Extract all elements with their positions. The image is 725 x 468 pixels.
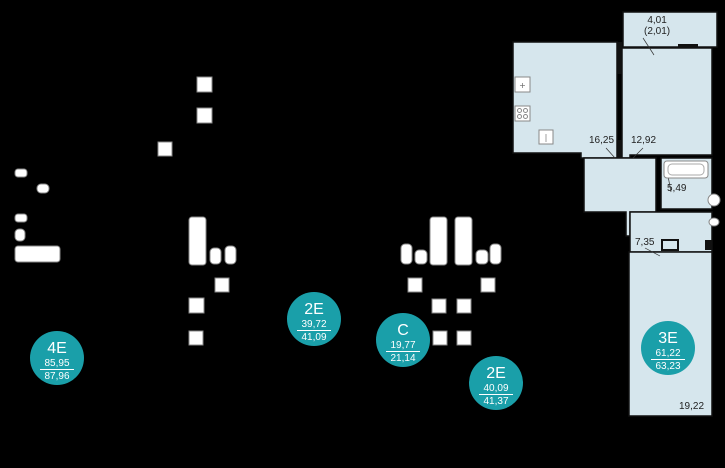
bathtub-icon [454,216,473,266]
room-area-value: 4,01 [647,15,667,26]
leader-line [642,37,655,56]
hob-icon [456,298,472,314]
stove-icon [456,330,472,346]
sink-icon [157,141,173,157]
room-balcony [622,11,718,48]
washbasin-icon [708,217,720,227]
apartment-badge-3e[interactable]: 3E 61,22 63,23 [641,321,695,375]
washbasin-icon [14,228,26,242]
stove-icon [514,76,531,93]
bathtub-icon [188,216,207,266]
apartment-type: С [397,322,409,339]
washbasin-icon [36,183,50,194]
apartment-total-area: 87,96 [44,371,70,382]
washbasin-icon [489,243,502,265]
room-area-bedroom: 12,92 [631,135,657,146]
toilet-icon [475,249,489,265]
wall-segment [617,42,622,74]
kitchen-fixtures: + [514,76,554,145]
washbasin-icon [224,245,237,265]
washbasin-icon [400,243,413,265]
toilet-icon [414,249,428,265]
wall-segment [617,140,622,158]
apartment-type: 3E [658,330,678,347]
hob-icon [514,105,531,122]
balcony-door [678,44,698,48]
apartment-living-area: 39,72 [297,319,331,331]
toilet-icon [209,247,222,265]
room-area-coef: (2,01) [644,26,671,37]
apartment-living-area: 61,22 [651,348,685,360]
apartment-total-area: 63,23 [655,361,681,372]
svg-text:+: + [519,81,526,90]
bathtub-icon [663,160,709,179]
hob-icon [196,107,213,124]
apartment-badge-c[interactable]: С 19,77 21,14 [376,313,430,367]
toilet-icon [14,168,28,178]
leader-line [644,247,661,257]
room-area-bathroom: 5,49 [667,183,687,194]
sink-icon [480,277,496,293]
apartment-living-area: 85,95 [40,358,74,370]
bathtub-icon [429,216,448,266]
leader-line [667,175,672,193]
apartment-type: 2E [304,301,324,318]
stove-icon [432,330,448,346]
room-area-balcony: 4,01 (2,01) [644,15,670,37]
hob-icon [431,298,447,314]
apartment-badge-2e-a[interactable]: 2E 39,72 41,09 [287,292,341,346]
leader-line [605,147,616,159]
wall-segment [661,239,679,251]
wall-segment [705,240,712,250]
stove-icon [188,330,204,346]
apartment-type: 4E [47,340,67,357]
bathroom-fixtures [663,160,721,227]
apartment-total-area: 41,37 [483,396,509,407]
room-area-kitchen: 16,25 [589,135,615,146]
apartment-total-area: 41,09 [301,332,327,343]
bathtub-icon [14,245,61,263]
room-area-living: 19,22 [679,401,705,412]
apartment-living-area: 19,77 [386,340,420,352]
leader-line [632,147,644,159]
toilet-icon [14,213,28,223]
hob-icon [188,297,205,314]
neighbour-fixtures [14,76,502,346]
toilet-icon [707,193,721,207]
sink-icon [407,277,423,293]
apartment-badge-2e-b[interactable]: 2E 40,09 41,37 [469,356,523,410]
apartment-badge-4e[interactable]: 4E 85,95 87,96 [30,331,84,385]
room-area-hall: 7,35 [635,237,655,248]
apartment-living-area: 40,09 [479,383,513,395]
sink-icon [214,277,230,293]
apartment-total-area: 21,14 [390,353,416,364]
apartment-type: 2E [486,365,506,382]
stove-icon [196,76,213,93]
